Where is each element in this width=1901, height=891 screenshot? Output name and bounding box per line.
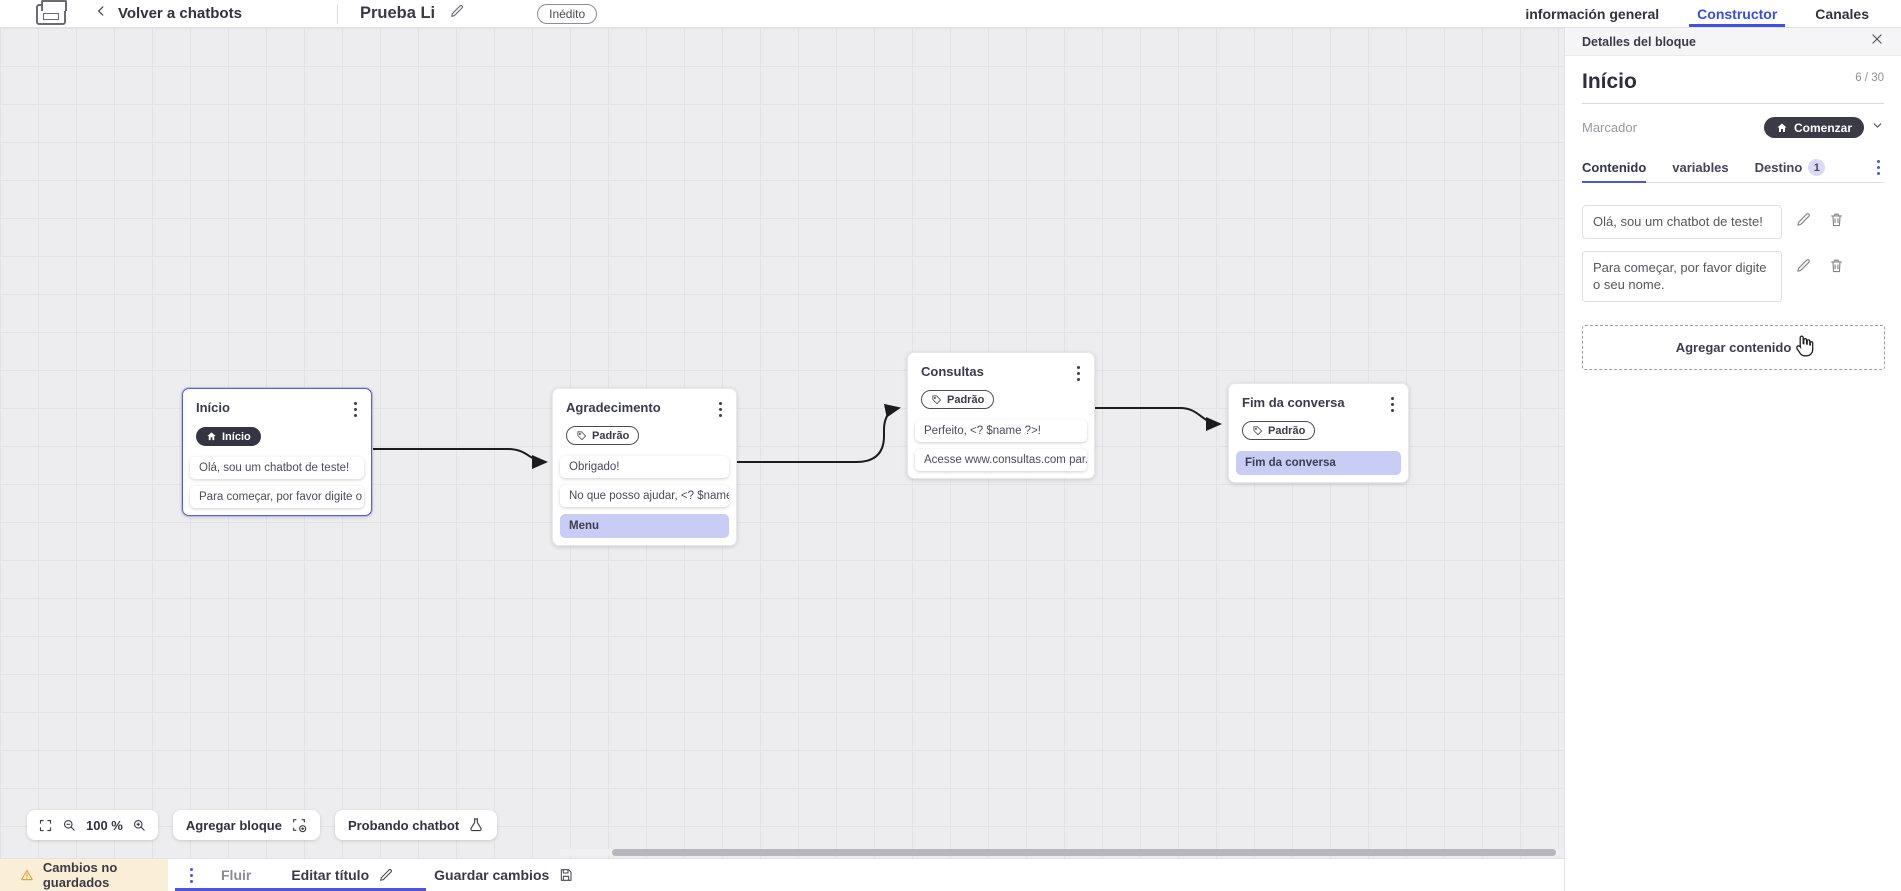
tab-constructor[interactable]: Constructor (1689, 0, 1786, 27)
unsaved-label: Cambios no guardados (42, 860, 118, 890)
app-logo (36, 0, 67, 25)
marker-label: Marcador (1582, 120, 1637, 135)
flow-menu-icon[interactable] (186, 866, 197, 885)
edit-content-icon[interactable] (1795, 211, 1812, 233)
content-text[interactable]: Para começar, por favor digite o seu nom… (1582, 250, 1782, 302)
node-inicio[interactable]: Início Início Olá, sou um chatbot de tes… (182, 388, 372, 516)
edit-title-icon[interactable] (449, 3, 465, 24)
warning-icon (21, 869, 33, 881)
tag-badge: Padrão (566, 426, 640, 445)
chevron-left-icon (94, 4, 108, 23)
tag-icon (577, 431, 587, 441)
start-badge: Início (196, 427, 261, 446)
tag-badge: Padrão (1242, 421, 1316, 440)
edge-consultas-fim (1095, 407, 1222, 431)
node-message-row[interactable]: Perfeito, <? $name ?>! (915, 420, 1087, 442)
bottom-bar: Cambios no guardados Fluir Editar título… (0, 858, 1564, 891)
panel-menu-icon[interactable] (1873, 158, 1884, 177)
zoom-controls: 100 % (27, 810, 158, 840)
delete-content-icon[interactable] (1828, 211, 1845, 233)
pencil-icon (380, 869, 393, 881)
node-title: Fim da conversa (1242, 395, 1345, 410)
add-block-icon (293, 819, 307, 833)
node-message-row[interactable]: Obrigado! (560, 456, 729, 478)
tag-icon (932, 395, 942, 405)
edge-agradecimento-consultas (737, 403, 901, 463)
back-to-chatbots-button[interactable]: Volver a chatbots (94, 4, 242, 23)
save-icon (561, 869, 572, 881)
name-char-counter: 6 / 30 (1855, 72, 1884, 84)
flow-canvas[interactable]: Início Início Olá, sou um chatbot de tes… (0, 28, 1564, 858)
home-icon (207, 432, 216, 441)
edit-content-icon[interactable] (1795, 257, 1812, 279)
flask-icon (470, 818, 482, 832)
node-message-row[interactable]: Para começar, por favor digite o ... (190, 486, 364, 508)
divider (336, 3, 338, 24)
zoom-out-icon[interactable] (62, 818, 77, 833)
active-tab-underline (175, 888, 426, 891)
flow-tab-label: Fluir (221, 867, 252, 883)
node-consultas[interactable]: Consultas Padrão Perfeito, <? $name ?>! … (907, 352, 1095, 479)
close-icon[interactable] (1870, 32, 1884, 51)
status-badge: Inédito (537, 3, 598, 24)
home-icon (1777, 123, 1787, 132)
node-message-row[interactable]: Olá, sou um chatbot de teste! (190, 457, 364, 479)
content-item: Olá, sou um chatbot de teste! (1582, 205, 1884, 239)
node-title: Agradecimento (566, 400, 661, 415)
node-menu-icon[interactable] (1073, 364, 1084, 383)
content-item: Para começar, por favor digite o seu nom… (1582, 250, 1884, 302)
save-changes-button[interactable]: Guardar cambios (434, 867, 574, 883)
canvas-toolbar: 100 % Agregar bloque Probando chatbot (27, 810, 498, 840)
node-title: Consultas (921, 364, 984, 379)
node-agradecimento[interactable]: Agradecimento Padrão Obrigado! No que po… (552, 388, 737, 546)
unsaved-changes-banner: Cambios no guardados (0, 859, 168, 891)
top-bar: Volver a chatbots Prueba Li Inédito info… (0, 0, 1901, 28)
tab-informacion-general[interactable]: información general (1525, 5, 1660, 22)
node-message-row[interactable]: Acesse www.consultas.com par... (915, 449, 1087, 471)
back-label: Volver a chatbots (118, 5, 242, 22)
node-end-row[interactable]: Fim da conversa (1236, 451, 1401, 475)
chevron-down-icon[interactable] (1871, 119, 1884, 137)
bot-title: Prueba Li (359, 4, 436, 22)
zoom-in-icon[interactable] (132, 818, 147, 833)
delete-content-icon[interactable] (1828, 257, 1845, 279)
flow-tab[interactable]: Fluir (168, 859, 426, 891)
tag-badge: Padrão (921, 390, 995, 409)
mouse-cursor (1796, 335, 1814, 357)
node-menu-row[interactable]: Menu (560, 514, 729, 538)
fullscreen-icon[interactable] (38, 818, 53, 833)
tab-destino[interactable]: Destino 1 (1755, 153, 1826, 182)
edit-title-button[interactable]: Editar título (291, 867, 394, 883)
node-title: Início (196, 400, 230, 415)
marker-select[interactable]: Comenzar (1763, 117, 1864, 138)
content-text[interactable]: Olá, sou um chatbot de teste! (1582, 205, 1782, 239)
node-menu-icon[interactable] (715, 400, 726, 419)
tab-variables[interactable]: variables (1672, 160, 1729, 175)
block-name-input[interactable]: Início (1582, 70, 1637, 93)
panel-tabs: Contenido variables Destino 1 (1582, 153, 1884, 183)
tab-contenido[interactable]: Contenido (1582, 153, 1647, 183)
tag-icon (1253, 426, 1263, 436)
tab-canales[interactable]: Canales (1815, 5, 1869, 22)
top-tabs: información general Constructor Canales (1525, 0, 1869, 27)
zoom-level: 100 % (86, 817, 123, 833)
node-menu-icon[interactable] (350, 400, 361, 419)
block-details-panel: Detalles del bloque Início 6 / 30 Marcad… (1564, 28, 1901, 891)
panel-title: Detalles del bloque (1582, 34, 1696, 49)
destino-count-badge: 1 (1808, 159, 1826, 176)
node-menu-icon[interactable] (1387, 395, 1398, 414)
test-chatbot-button[interactable]: Probando chatbot (334, 810, 498, 840)
add-block-button[interactable]: Agregar bloque (172, 810, 320, 840)
node-message-row[interactable]: No que posso ajudar, <? $name ... (560, 485, 729, 507)
horizontal-scrollbar-thumb[interactable] (612, 849, 1556, 856)
edge-inicio-agradecimento (373, 448, 548, 469)
node-fim-da-conversa[interactable]: Fim da conversa Padrão Fim da conversa (1228, 383, 1409, 483)
add-content-button[interactable]: Agregar contenido (1582, 324, 1885, 370)
